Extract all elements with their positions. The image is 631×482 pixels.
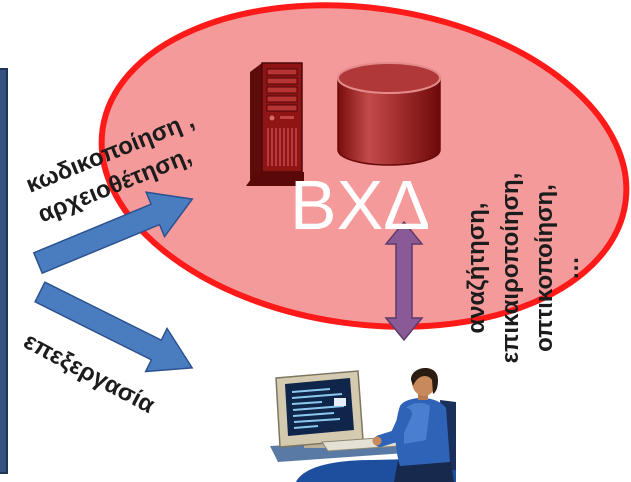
server-status-light: [280, 116, 294, 119]
user-hand: [372, 436, 382, 446]
database-top: [337, 62, 441, 94]
access-label-line-3: οπτικοποίηση,: [531, 184, 558, 352]
user-hair: [410, 367, 438, 394]
screen-window-bar: [334, 398, 346, 406]
left-panel-edge: [0, 68, 8, 474]
spatial-database-ellipse: [98, 2, 630, 330]
server-vent-grille: [267, 128, 297, 166]
access-label-line-2: επικαιροποίηση,: [497, 173, 524, 364]
server-power-button: [269, 115, 275, 121]
server-icon: [246, 62, 304, 186]
server-drive-bays: [266, 68, 298, 112]
database-body: [337, 77, 441, 166]
server-side-panel: [250, 63, 262, 180]
access-label-ellipsis: …: [557, 256, 584, 280]
server-base: [246, 172, 304, 186]
screen-text-lines: [291, 388, 345, 429]
database-icon: [337, 62, 441, 166]
arrow-down-right-icon: [34, 281, 194, 373]
access-label: αναζήτηση, επικαιροποίηση, οπτικοποίηση,…: [463, 173, 584, 364]
double-arrow-vertical-icon: [384, 220, 424, 342]
user-arm: [374, 408, 412, 447]
arrow-up-right-icon: [32, 191, 194, 275]
access-label-line-1: αναζήτηση,: [463, 202, 490, 333]
computer-user-icon: [270, 367, 456, 482]
core-label: ΒΧΔ: [290, 166, 430, 244]
